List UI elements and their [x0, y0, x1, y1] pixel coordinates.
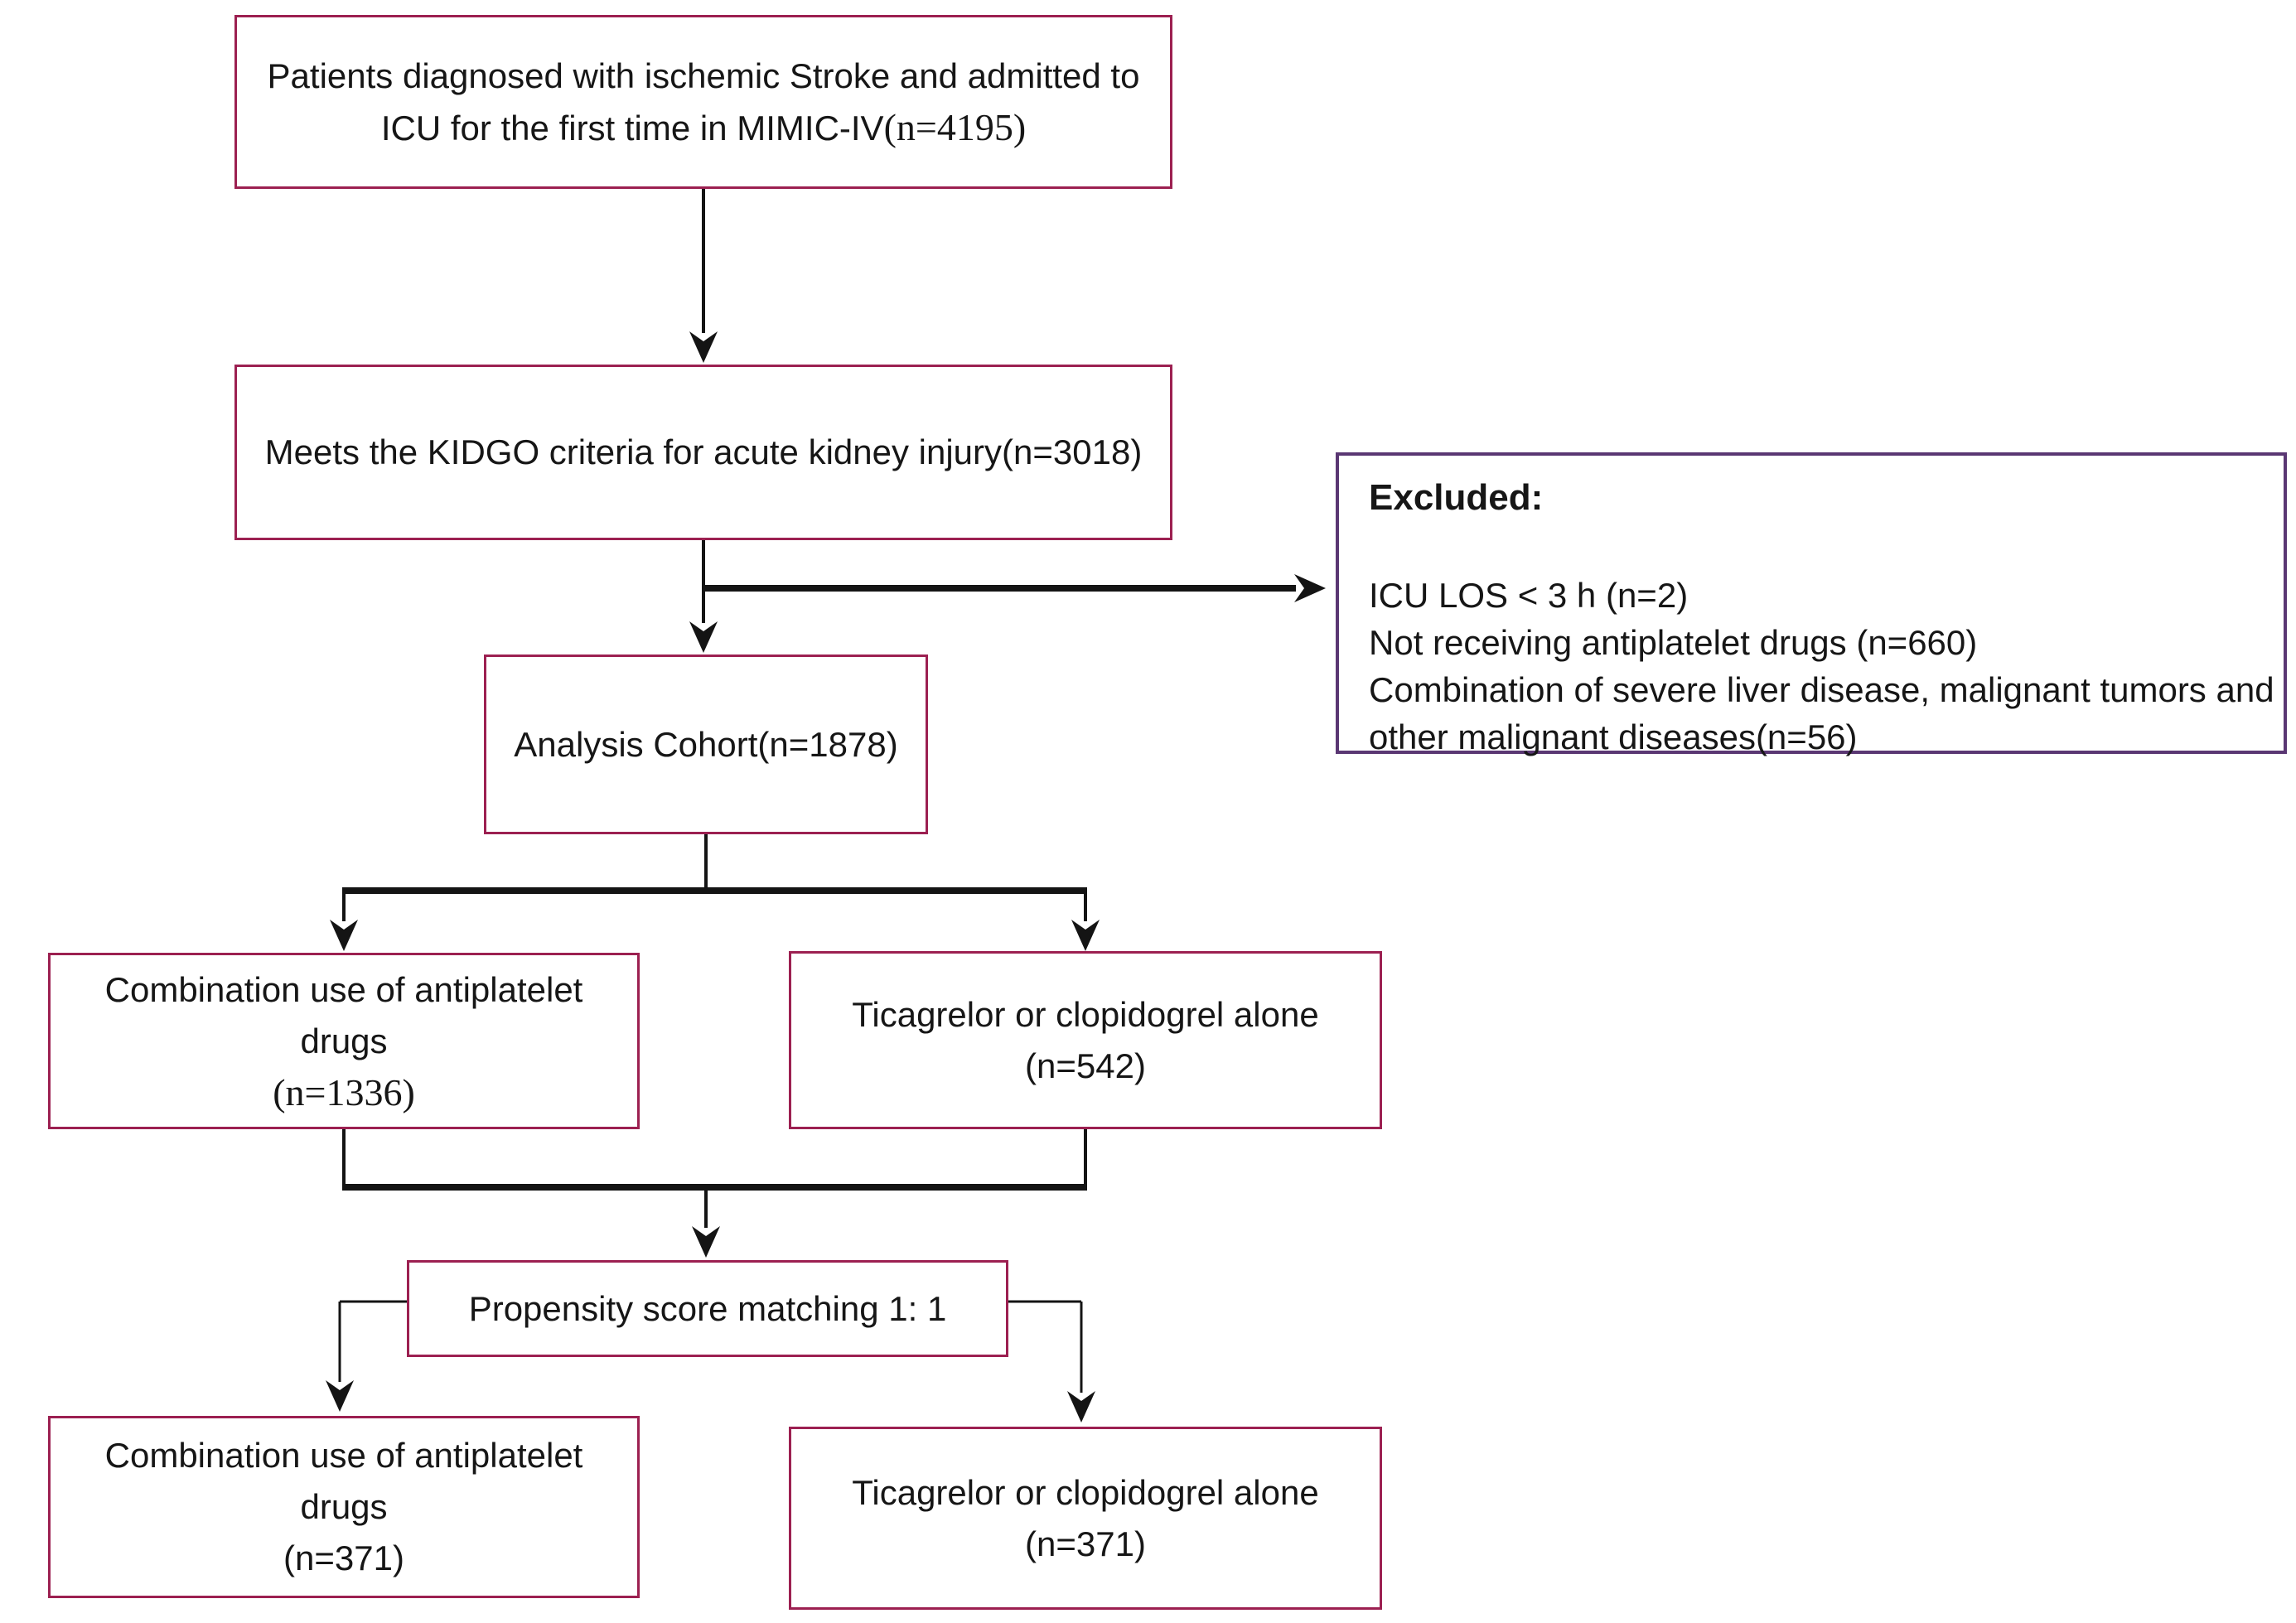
aki-criteria-label: Meets the KIDGO criteria for acute kidne…: [264, 432, 1143, 471]
combination-pre-line2: drugs: [300, 1021, 388, 1060]
excluded-reasons: ICU LOS < 3 h (n=2) Not receiving antipl…: [1369, 572, 2280, 761]
combination-pre-n-value: (n=1336): [273, 1070, 415, 1113]
arrowhead-into-aki: [689, 331, 718, 363]
box-monotherapy-post-match: Ticagrelor or clopidogrel alone (n=371): [789, 1427, 1382, 1610]
excluded-reason-icu-los: ICU LOS < 3 h (n=2): [1369, 576, 1689, 615]
initial-cohort-n-value: (n=4195): [883, 105, 1027, 148]
excluded-reason-comorbidity: Combination of severe liver disease, mal…: [1369, 670, 2274, 756]
arrowhead-into-mono-pre: [1071, 920, 1100, 951]
box-combination-pre-match: Combination use of antiplatelet drugs (n…: [48, 953, 640, 1129]
initial-cohort-line2-text: ICU for the first time in MIMIC-IV: [380, 108, 884, 147]
monotherapy-pre-line1: Ticagrelor or clopidogrel alone: [852, 994, 1319, 1034]
excluded-title: Excluded:: [1369, 477, 1544, 518]
box-propensity-score-matching: Propensity score matching 1: 1: [407, 1260, 1008, 1357]
monotherapy-post-line1: Ticagrelor or clopidogrel alone: [852, 1472, 1319, 1512]
box-initial-cohort: Patients diagnosed with ischemic Stroke …: [234, 15, 1172, 189]
arrowhead-into-analysis: [689, 621, 718, 653]
excluded-reason-no-antiplatelet: Not receiving antiplatelet drugs (n=660): [1369, 623, 1978, 662]
analysis-cohort-label: Analysis Cohort(n=1878): [514, 724, 898, 764]
psm-label: Propensity score matching 1: 1: [468, 1288, 947, 1328]
box-excluded: Excluded: ICU LOS < 3 h (n=2) Not receiv…: [1336, 452, 2287, 756]
arrowhead-into-combo-post: [326, 1380, 354, 1412]
arrowhead-into-excluded: [1294, 574, 1326, 602]
arrowhead-into-combo-pre: [330, 920, 358, 951]
arrowhead-into-mono-post: [1067, 1391, 1095, 1423]
box-aki-criteria: Meets the KIDGO criteria for acute kidne…: [234, 365, 1172, 540]
box-analysis-cohort: Analysis Cohort(n=1878): [484, 655, 928, 834]
monotherapy-pre-n-value: (n=542): [1025, 1046, 1146, 1085]
arrowhead-into-psm: [692, 1226, 720, 1258]
combination-pre-line1: Combination use of antiplatelet: [104, 969, 583, 1009]
combination-post-line2: drugs: [300, 1487, 388, 1526]
box-combination-post-match: Combination use of antiplatelet drugs (n…: [48, 1416, 640, 1598]
combination-post-n-value: (n=371): [283, 1538, 404, 1577]
initial-cohort-line2: ICU for the first time in MIMIC-IV(n=419…: [381, 102, 1026, 154]
monotherapy-post-n-value: (n=371): [1025, 1524, 1146, 1563]
initial-cohort-line1: Patients diagnosed with ischemic Stroke …: [267, 56, 1140, 95]
combination-post-line1: Combination use of antiplatelet: [104, 1436, 583, 1475]
box-monotherapy-pre-match: Ticagrelor or clopidogrel alone (n=542): [789, 951, 1382, 1129]
